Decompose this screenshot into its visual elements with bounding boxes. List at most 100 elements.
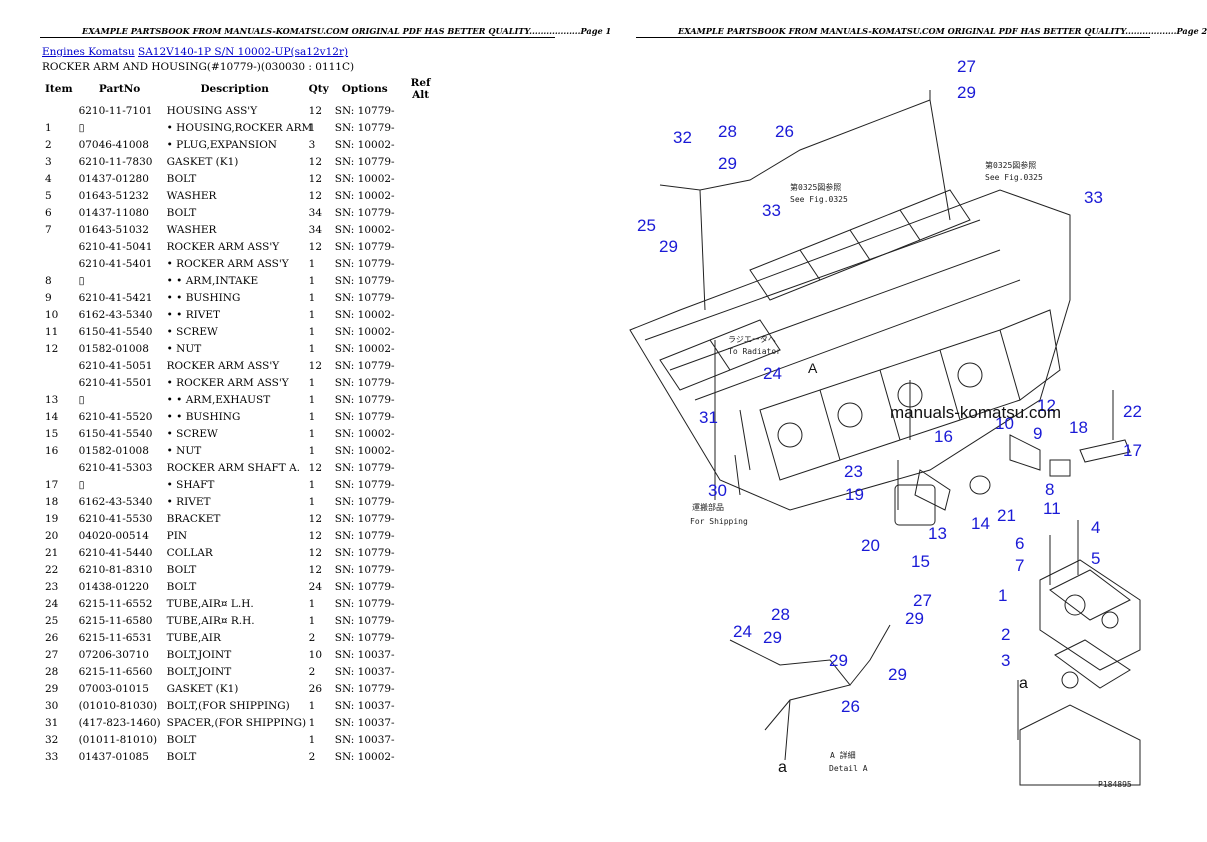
qty-cell: 12: [308, 104, 323, 117]
qty-cell: 12: [308, 172, 323, 185]
item-cell: 7: [45, 223, 52, 236]
partno-cell: 6162-43-5340: [78, 495, 153, 508]
ref-alt-cell: [398, 306, 444, 323]
col-header-ref-alt: Ref Alt: [410, 77, 431, 101]
qty-cell: 34: [308, 206, 323, 219]
callout-22: 22: [1123, 402, 1142, 421]
options-cell: SN: 10779-: [334, 291, 395, 304]
partno-cell: ▯: [78, 274, 85, 287]
page-header-2: EXAMPLE PARTSBOOK FROM MANUALS-KOMATSU.C…: [678, 26, 1207, 36]
marker-a: A: [808, 360, 818, 376]
callout-32: 32: [673, 128, 692, 147]
exploded-parts-diagram: 27 29 32 28 26 29 33 25 29 33 24 31 30 2…: [629, 57, 1142, 789]
qty-cell: 1: [308, 614, 316, 627]
item-cell: 22: [45, 563, 59, 576]
callout-14: 14: [971, 514, 990, 533]
qty-cell: 26: [308, 682, 323, 695]
description-cell: PIN: [166, 529, 188, 542]
callout-4: 4: [1091, 518, 1100, 537]
breadcrumb-link-model[interactable]: SA12V140-1P S/N 10002-UP(sa12v12r): [138, 46, 349, 58]
options-cell: SN: 10779-: [334, 155, 395, 168]
parts-table: Item PartNo Description Qty Options Ref …: [42, 76, 444, 765]
qty-cell: 1: [308, 257, 316, 270]
ref-alt-cell: [398, 340, 444, 357]
options-cell: SN: 10002-: [334, 172, 395, 185]
qty-cell: 1: [308, 427, 316, 440]
col-header-partno: PartNo: [98, 83, 141, 95]
callout-29: 29: [829, 651, 848, 670]
description-cell: WASHER: [166, 189, 217, 202]
partno-cell: 6210-41-5530: [78, 512, 153, 525]
callout-26: 26: [841, 697, 860, 716]
partno-cell: 01582-01008: [78, 444, 149, 457]
description-cell: BOLT,JOINT: [166, 665, 232, 678]
item-cell: 9: [45, 291, 52, 304]
qty-cell: 24: [308, 580, 323, 593]
description-cell: ROCKER ARM ASS'Y: [166, 359, 280, 372]
qty-cell: 12: [308, 461, 323, 474]
item-cell: 14: [45, 410, 59, 423]
ref-alt-cell: [398, 408, 444, 425]
options-cell: SN: 10037-: [334, 716, 395, 729]
description-cell: GASKET (K1): [166, 682, 239, 695]
for-shipping-jp: 運搬部品: [692, 502, 724, 512]
callout-33: 33: [762, 201, 781, 220]
description-cell: BOLT: [166, 733, 197, 746]
partno-cell: 01437-01280: [78, 172, 149, 185]
ref-alt-cell: [398, 595, 444, 612]
qty-cell: 12: [308, 240, 323, 253]
options-cell: SN: 10779-: [334, 631, 395, 644]
callout-5: 5: [1091, 549, 1100, 568]
options-cell: SN: 10779-: [334, 257, 395, 270]
description-cell: • ROCKER ARM ASS'Y: [166, 257, 289, 270]
callout-29: 29: [957, 83, 976, 102]
partno-cell: 04020-00514: [78, 529, 149, 542]
options-cell: SN: 10779-: [334, 682, 395, 695]
callout-28: 28: [718, 122, 737, 141]
ref-alt-cell: [398, 204, 444, 221]
qty-cell: 12: [308, 546, 323, 559]
item-cell: 2: [45, 138, 52, 151]
partno-cell: 01582-01008: [78, 342, 149, 355]
item-cell: 31: [45, 716, 59, 729]
marker-a-lower-2: a: [1019, 675, 1028, 692]
ref-alt-cell: [398, 442, 444, 459]
ref-alt-cell: [398, 289, 444, 306]
ref-alt-cell: [398, 357, 444, 374]
partno-cell: 6215-11-6580: [78, 614, 153, 627]
options-cell: SN: 10779-: [334, 597, 395, 610]
item-cell: 6: [45, 206, 52, 219]
item-cell: 33: [45, 750, 59, 763]
description-cell: TUBE,AIR¤ R.H.: [166, 614, 255, 627]
breadcrumb-link-engines[interactable]: Engines Komatsu: [42, 46, 135, 58]
ref-alt-cell: [398, 476, 444, 493]
options-cell: SN: 10002-: [334, 308, 395, 321]
options-cell: SN: 10779-: [334, 546, 395, 559]
ref-alt-cell: [398, 612, 444, 629]
item-cell: 11: [45, 325, 59, 338]
qty-cell: 2: [308, 631, 316, 644]
description-cell: • • BUSHING: [166, 410, 241, 423]
ref-alt-cell: [398, 221, 444, 238]
description-cell: • SHAFT: [166, 478, 215, 491]
col-header-qty: Qty: [308, 83, 329, 95]
item-cell: 25: [45, 614, 59, 627]
qty-cell: 10: [308, 648, 323, 661]
callout-21: 21: [997, 506, 1016, 525]
description-cell: BOLT: [166, 580, 197, 593]
ref-alt-cell: [398, 510, 444, 527]
description-cell: • • ARM,INTAKE: [166, 274, 259, 287]
ref-alt-cell: [398, 374, 444, 391]
item-cell: 20: [45, 529, 59, 542]
